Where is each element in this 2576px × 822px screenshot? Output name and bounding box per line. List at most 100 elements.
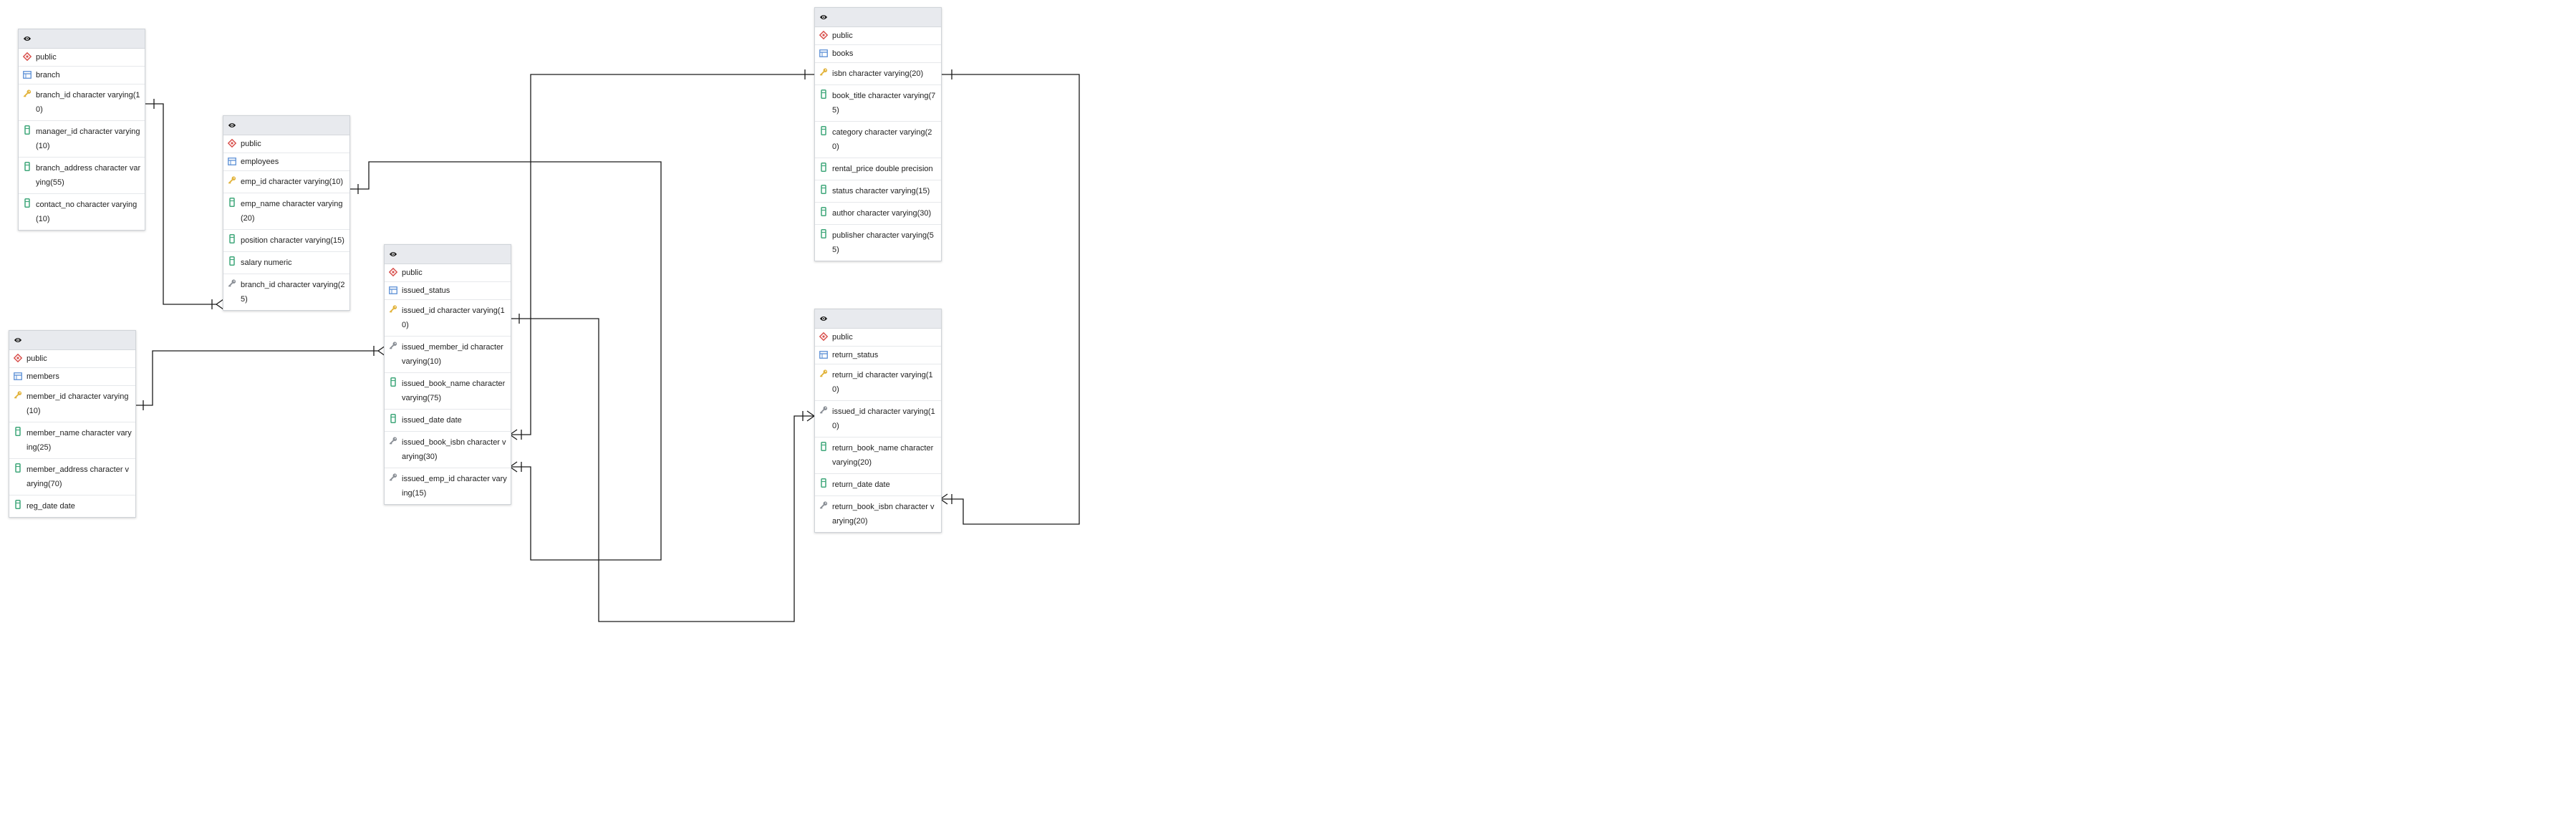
column-row-label: emp_id character varying(10) bbox=[241, 178, 344, 186]
column-row[interactable]: issued_id character varying(10) bbox=[385, 300, 511, 337]
column-row-label: reg_date date bbox=[26, 502, 75, 511]
column-row[interactable]: issued_emp_id character varying(15) bbox=[385, 468, 511, 504]
table-header bbox=[815, 8, 941, 27]
table-icon bbox=[819, 349, 828, 359]
schema-row-label: public bbox=[832, 333, 853, 342]
column-row-label: member_id character varying(10) bbox=[26, 392, 129, 415]
column-row[interactable]: emp_id character varying(10) bbox=[223, 171, 349, 193]
column-row[interactable]: member_id character varying(10) bbox=[9, 386, 135, 422]
column-row[interactable]: author character varying(30) bbox=[815, 203, 941, 225]
eye-icon[interactable] bbox=[819, 314, 828, 324]
column-icon bbox=[23, 125, 32, 135]
table-name-row-label: members bbox=[26, 372, 59, 381]
eye-icon[interactable] bbox=[228, 120, 236, 130]
table-issued-status[interactable]: public issued_status issued_id character v… bbox=[384, 244, 511, 505]
column-row[interactable]: member_address character varying(70) bbox=[9, 459, 135, 495]
table-name-row[interactable]: books bbox=[815, 45, 941, 63]
column-row-label: contact_no character varying(10) bbox=[36, 200, 138, 223]
column-row[interactable]: branch_id character varying(10) bbox=[19, 84, 145, 121]
column-row-label: branch_id character varying(25) bbox=[241, 281, 345, 304]
eye-icon[interactable] bbox=[23, 34, 32, 44]
table-name-row[interactable]: return_status bbox=[815, 347, 941, 364]
schema-row[interactable]: public bbox=[385, 264, 511, 282]
column-row[interactable]: member_name character varying(25) bbox=[9, 422, 135, 459]
table-name-row[interactable]: employees bbox=[223, 153, 349, 171]
eye-icon[interactable] bbox=[14, 335, 22, 345]
column-row[interactable]: issued_id character varying(10) bbox=[815, 401, 941, 437]
column-row-label: isbn character varying(20) bbox=[832, 69, 924, 78]
table-name-row[interactable]: issued_status bbox=[385, 282, 511, 300]
schema-icon bbox=[389, 267, 397, 277]
column-row[interactable]: issued_member_id character varying(10) bbox=[385, 337, 511, 373]
eye-icon[interactable] bbox=[819, 12, 828, 22]
column-row[interactable]: return_date date bbox=[815, 474, 941, 496]
column-icon bbox=[23, 161, 32, 171]
column-icon bbox=[14, 426, 22, 436]
column-row[interactable]: manager_id character varying(10) bbox=[19, 121, 145, 158]
column-row-label: publisher character varying(55) bbox=[832, 231, 934, 254]
column-row[interactable]: return_id character varying(10) bbox=[815, 364, 941, 401]
fk-icon bbox=[389, 435, 397, 445]
column-row[interactable]: branch_address character varying(55) bbox=[19, 158, 145, 194]
column-row[interactable]: book_title character varying(75) bbox=[815, 85, 941, 122]
column-row-label: rental_price double precision bbox=[832, 165, 933, 173]
column-icon bbox=[228, 233, 236, 243]
key-icon bbox=[14, 390, 22, 400]
column-row-label: manager_id character varying(10) bbox=[36, 127, 140, 150]
column-icon bbox=[819, 478, 828, 488]
relation-books-issued bbox=[509, 69, 814, 440]
table-name-row[interactable]: members bbox=[9, 368, 135, 386]
schema-row[interactable]: public bbox=[19, 49, 145, 67]
key-icon bbox=[819, 368, 828, 378]
column-row[interactable]: issued_date date bbox=[385, 410, 511, 432]
table-members[interactable]: public members member_id character varying… bbox=[9, 330, 136, 518]
column-row[interactable]: branch_id character varying(25) bbox=[223, 274, 349, 310]
column-row-label: status character varying(15) bbox=[832, 187, 930, 195]
schema-icon bbox=[819, 332, 828, 342]
schema-icon bbox=[14, 353, 22, 363]
column-row[interactable]: return_book_isbn character varying(20) bbox=[815, 496, 941, 532]
schema-row[interactable]: public bbox=[815, 329, 941, 347]
column-row[interactable]: issued_book_isbn character varying(30) bbox=[385, 432, 511, 468]
column-row[interactable]: return_book_name character varying(20) bbox=[815, 437, 941, 474]
eye-icon[interactable] bbox=[389, 249, 397, 259]
column-row-label: category character varying(20) bbox=[832, 128, 932, 151]
column-row[interactable]: reg_date date bbox=[9, 495, 135, 517]
column-row[interactable]: contact_no character varying(10) bbox=[19, 194, 145, 230]
column-row[interactable]: category character varying(20) bbox=[815, 122, 941, 158]
column-row-label: issued_id character varying(10) bbox=[402, 306, 505, 329]
column-row[interactable]: emp_name character varying(20) bbox=[223, 193, 349, 230]
column-row[interactable]: isbn character varying(20) bbox=[815, 63, 941, 85]
column-row[interactable]: rental_price double precision bbox=[815, 158, 941, 180]
schema-row-label: public bbox=[36, 53, 57, 62]
column-row[interactable]: issued_book_name character varying(75) bbox=[385, 373, 511, 410]
schema-row[interactable]: public bbox=[815, 27, 941, 45]
column-row[interactable]: publisher character varying(55) bbox=[815, 225, 941, 261]
schema-icon bbox=[819, 30, 828, 40]
fk-icon bbox=[819, 500, 828, 510]
column-row-label: position character varying(15) bbox=[241, 236, 344, 245]
column-row-label: author character varying(30) bbox=[832, 209, 932, 218]
column-row[interactable]: position character varying(15) bbox=[223, 230, 349, 252]
table-header bbox=[19, 29, 145, 49]
key-icon bbox=[389, 304, 397, 314]
column-row-label: issued_emp_id character varying(15) bbox=[402, 475, 507, 498]
table-books[interactable]: public books isbn character varying(20) boo… bbox=[814, 7, 942, 261]
column-row-label: member_address character varying(70) bbox=[26, 465, 130, 488]
table-name-row[interactable]: branch bbox=[19, 67, 145, 84]
column-icon bbox=[819, 206, 828, 216]
column-icon bbox=[819, 184, 828, 194]
column-row[interactable]: status character varying(15) bbox=[815, 180, 941, 203]
table-header bbox=[385, 245, 511, 264]
column-row[interactable]: salary numeric bbox=[223, 252, 349, 274]
schema-row-label: public bbox=[832, 32, 853, 40]
relation-issued-return bbox=[510, 314, 815, 622]
schema-row[interactable]: public bbox=[223, 135, 349, 153]
schema-icon bbox=[23, 52, 32, 62]
table-name-row-label: issued_status bbox=[402, 286, 450, 295]
schema-row[interactable]: public bbox=[9, 350, 135, 368]
